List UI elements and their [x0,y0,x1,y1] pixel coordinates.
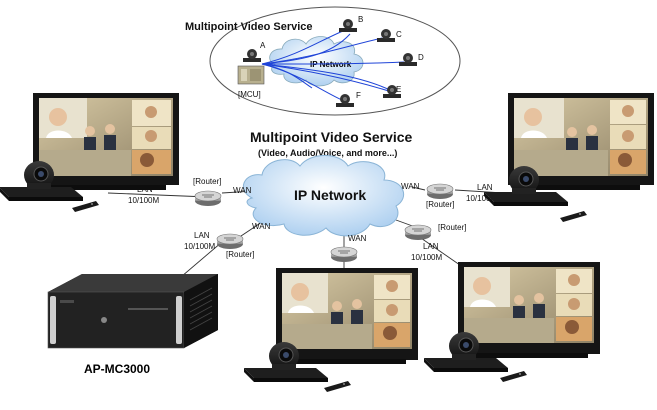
router-top-right-label: [Router] [426,200,454,209]
router-top-left-label: [Router] [193,177,221,186]
display-bottom-right [458,262,600,358]
link-labels: WAN WAN WAN WAN LAN 10/100M LAN 10/100M … [128,182,497,262]
wan-label-right: WAN [401,182,420,191]
wan-label-left: WAN [233,186,252,195]
inset-node-d-label: D [418,53,424,62]
router-bottom-center [330,246,358,263]
inset-node-a-label: A [260,41,266,50]
inset-node-c-label: C [396,30,402,39]
remote-top-left [72,201,99,212]
wan-label-bottom-center: WAN [348,234,367,243]
router-bottom-right-label: [Router] [438,223,466,232]
router-bottom-right: [Router] [404,223,466,241]
speed-label-right: 10/100M [466,194,497,203]
inset-node-a: A [243,41,266,62]
mcu-device: AP-MC3000 [47,274,218,376]
inset-node-b-label: B [358,15,363,24]
ip-network-label: IP Network [294,187,366,203]
router-bottom-left-label: [Router] [226,250,254,259]
inset-node-c: C [377,29,402,42]
remote-bottom-center [324,381,351,392]
display-bottom-center [276,268,418,364]
display-top-left [33,93,179,190]
speed-label-bottom-left: 10/100M [184,242,215,251]
router-bottom-left: [Router] [216,233,254,259]
inset-mcu-label: [MCU] [238,90,261,99]
speed-label-bottom-right: 10/100M [411,253,442,262]
ip-network-cloud: IP Network [242,155,405,237]
router-top-left: [Router] [193,177,221,207]
main-title: Multipoint Video Service [250,129,413,145]
inset-node-e-label: E [396,85,401,94]
lan-label-right: LAN [477,183,493,192]
lan-label-bottom-right: LAN [423,242,439,251]
remote-bottom-right [500,371,527,382]
router-top-right: [Router] [426,183,454,209]
inset-node-e: E [383,85,401,98]
speed-label-left: 10/100M [128,196,159,205]
inset-node-b: B [339,15,363,32]
wan-label-bottom-left: WAN [252,222,271,231]
inset-node-f: F [336,91,361,107]
inset-mcu: [MCU] [237,65,265,99]
inset-links [261,27,405,101]
inset-title: Multipoint Video Service [185,21,313,33]
inset-node-d: D [399,53,424,66]
lan-label-bottom-left: LAN [194,231,210,240]
inset-diagram: Multipoint Video Service IP Network [MCU… [185,6,461,116]
main-subtitle: (Video, Audio/Voice, and more...) [258,148,397,158]
inset-cloud-label: IP Network [310,60,352,69]
remote-top-right [560,211,587,222]
inset-node-f-label: F [356,91,361,100]
mcu-device-name: AP-MC3000 [84,362,150,376]
